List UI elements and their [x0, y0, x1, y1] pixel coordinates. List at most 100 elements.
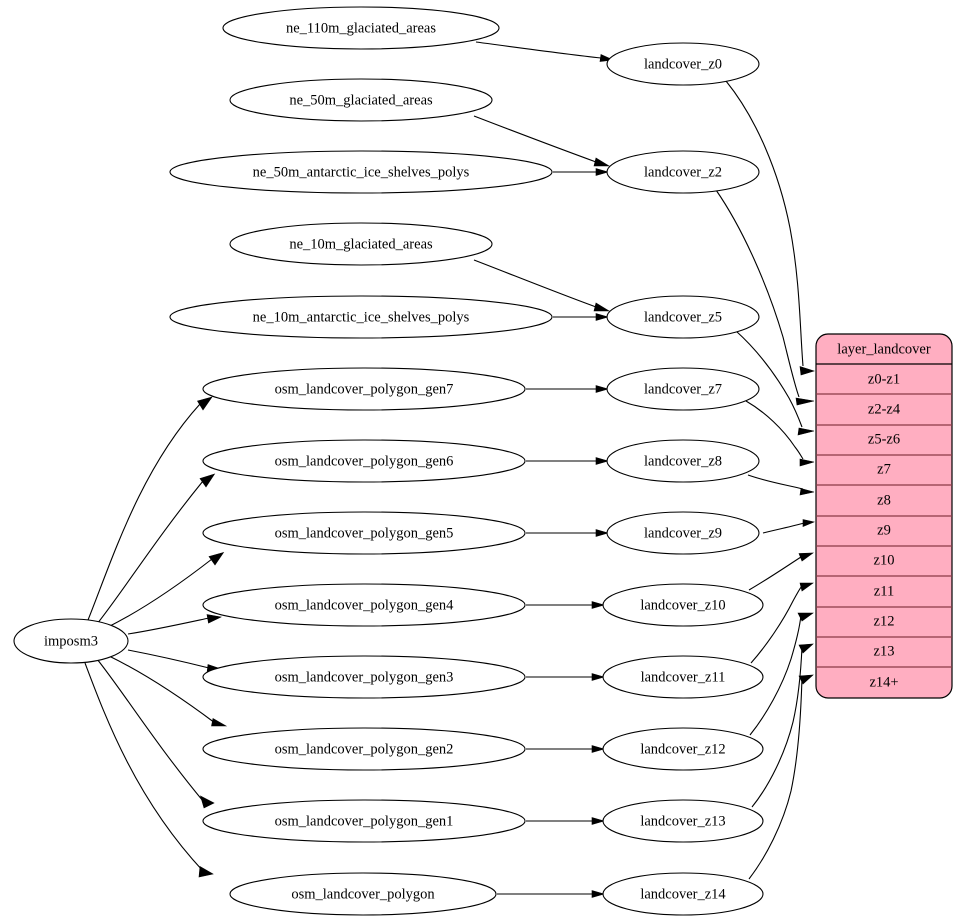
- node-poly-shape: [229, 872, 497, 916]
- edge-imposm3-to-gen1: [96, 658, 204, 802]
- record-row-z14[interactable]: z14+: [869, 674, 898, 690]
- edge-imposm3-to-gen6: [96, 480, 204, 625]
- node-gen5[interactable]: osm_landcover_polygon_gen5: [202, 511, 526, 555]
- edge-lcz9-to-row-z9: [762, 522, 805, 534]
- node-lcz9-label: landcover_z9: [644, 525, 722, 541]
- edge-lcz2-to-row-z2z4: [715, 189, 800, 398]
- node-gen1-shape: [202, 799, 526, 843]
- node-imposm3[interactable]: imposm3: [13, 618, 129, 664]
- arrowhead-row-z0z1: [799, 366, 815, 376]
- node-lcz12[interactable]: landcover_z12: [602, 727, 764, 771]
- node-gen1[interactable]: osm_landcover_polygon_gen1: [202, 799, 526, 843]
- node-lcz13-shape: [602, 799, 764, 843]
- node-gen7[interactable]: osm_landcover_polygon_gen7: [202, 367, 526, 411]
- node-gen3[interactable]: osm_landcover_polygon_gen3: [202, 655, 526, 699]
- node-lcz8[interactable]: landcover_z8: [606, 439, 760, 483]
- edge-imposm3-to-gen3: [127, 649, 210, 669]
- arrowhead-lcz7: [595, 385, 610, 393]
- node-ne10aisp[interactable]: ne_10m_antarctic_ice_shelves_polys: [169, 295, 553, 339]
- node-lcz2-shape: [606, 150, 760, 194]
- node-lcz13[interactable]: landcover_z13: [602, 799, 764, 843]
- arrowhead-lcz5b: [595, 313, 610, 321]
- node-lcz12-label: landcover_z12: [640, 741, 725, 757]
- node-poly-label: osm_landcover_polygon: [291, 886, 435, 902]
- node-lcz10-label: landcover_z10: [640, 597, 725, 613]
- arrowhead-lcz14: [591, 890, 606, 898]
- record-row-z8[interactable]: z8: [877, 492, 891, 508]
- record-row-z0-z1[interactable]: z0-z1: [868, 371, 900, 387]
- record-row-z7[interactable]: z7: [877, 461, 891, 477]
- node-lcz5-shape: [606, 295, 760, 339]
- node-lcz7-shape: [606, 367, 760, 411]
- node-ne10aisp-shape: [169, 295, 553, 339]
- arrowhead-row-z14: [798, 674, 814, 685]
- edge-imposm3-to-poly: [84, 662, 204, 872]
- node-lcz12-shape: [602, 727, 764, 771]
- node-ne50aisp[interactable]: ne_50m_antarctic_ice_shelves_polys: [169, 150, 553, 194]
- node-gen3-label: osm_landcover_polygon_gen3: [275, 669, 454, 685]
- node-ne50ga[interactable]: ne_50m_glaciated_areas: [229, 78, 493, 122]
- arrowhead-lcz12: [591, 745, 606, 753]
- node-lcz9[interactable]: landcover_z9: [606, 511, 760, 555]
- arrowhead-row-z13: [798, 643, 814, 654]
- node-lcz5-label: landcover_z5: [644, 309, 722, 325]
- node-ne110ga-shape: [222, 6, 500, 50]
- record-row-z12[interactable]: z12: [874, 613, 895, 629]
- edge-group-inputs: [473, 41, 615, 898]
- record-row-z10[interactable]: z10: [874, 552, 895, 568]
- node-gen5-label: osm_landcover_polygon_gen5: [275, 525, 454, 541]
- node-lcz14-label: landcover_z14: [640, 886, 726, 902]
- arrowhead-gen7: [197, 396, 213, 411]
- node-lcz11-label: landcover_z11: [641, 669, 726, 685]
- arrowhead-lcz13: [591, 817, 606, 825]
- record-row-z11[interactable]: z11: [874, 583, 894, 599]
- edge-imposm3-to-gen4: [127, 617, 210, 635]
- record-node-layer-landcover[interactable]: layer_landcover z0-z1 z2-z4 z5-z6 z7 z8 …: [815, 333, 953, 699]
- node-lcz2[interactable]: landcover_z2: [606, 150, 760, 194]
- node-gen6[interactable]: osm_landcover_polygon_gen6: [202, 439, 526, 483]
- record-row-z13[interactable]: z13: [874, 643, 895, 659]
- node-ne110ga[interactable]: ne_110m_glaciated_areas: [222, 6, 500, 50]
- record-row-z5-z6[interactable]: z5-z6: [868, 431, 900, 447]
- node-ne10ga[interactable]: ne_10m_glaciated_areas: [229, 222, 493, 266]
- edge-imposm3-to-gen5: [107, 558, 213, 628]
- node-gen4-shape: [202, 583, 526, 627]
- node-lcz0[interactable]: landcover_z0: [606, 42, 760, 86]
- node-lcz8-shape: [606, 439, 760, 483]
- arrowhead-row-z5z6: [797, 427, 815, 436]
- node-lcz5[interactable]: landcover_z5: [606, 295, 760, 339]
- record-row-z2-z4[interactable]: z2-z4: [868, 401, 901, 417]
- edge-lcz13-to-row-z13: [751, 646, 803, 808]
- arrowhead-lcz2a: [593, 157, 611, 167]
- arrowhead-row-z11: [799, 582, 814, 592]
- edge-group-record: [715, 80, 815, 880]
- node-ne10ga-label: ne_10m_glaciated_areas: [289, 236, 433, 252]
- node-lcz11[interactable]: landcover_z11: [602, 655, 764, 699]
- record-row-z9[interactable]: z9: [877, 522, 891, 538]
- node-gen2[interactable]: osm_landcover_polygon_gen2: [202, 727, 526, 771]
- edge-ne110ga-to-lcz0: [475, 41, 602, 59]
- node-lcz7[interactable]: landcover_z7: [606, 367, 760, 411]
- arrowhead-lcz11: [591, 673, 606, 681]
- edge-lcz14-to-row-z14: [748, 677, 803, 880]
- node-ne10ga-shape: [229, 222, 493, 266]
- edge-lcz0-to-row-z0z1: [725, 80, 804, 367]
- edge-lcz8-to-row-z8: [747, 474, 804, 490]
- node-gen3-shape: [202, 655, 526, 699]
- node-gen7-label: osm_landcover_polygon_gen7: [275, 381, 454, 397]
- arrowhead-poly: [198, 866, 214, 878]
- node-gen2-label: osm_landcover_polygon_gen2: [275, 741, 454, 757]
- edge-lcz7-to-row-z7: [745, 400, 804, 460]
- edge-lcz10-to-row-z10: [748, 556, 802, 591]
- node-lcz10[interactable]: landcover_z10: [602, 583, 764, 627]
- edge-imposm3-to-gen7: [87, 403, 201, 621]
- node-ne10aisp-label: ne_10m_antarctic_ice_shelves_polys: [253, 309, 470, 325]
- node-ne110ga-label: ne_110m_glaciated_areas: [286, 20, 436, 36]
- node-poly[interactable]: osm_landcover_polygon: [229, 872, 497, 916]
- node-gen4[interactable]: osm_landcover_polygon_gen4: [202, 583, 526, 627]
- node-gen4-label: osm_landcover_polygon_gen4: [275, 597, 455, 613]
- arrowhead-row-z2z4: [795, 397, 815, 406]
- edge-lcz12-to-row-z12: [749, 614, 802, 736]
- node-lcz14[interactable]: landcover_z14: [602, 872, 764, 916]
